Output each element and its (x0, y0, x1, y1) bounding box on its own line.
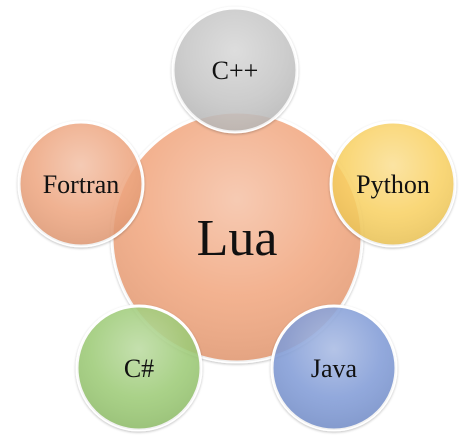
satellite-label-csharp: C# (124, 354, 154, 383)
satellite-label-python: Python (356, 170, 430, 199)
center-label: Lua (197, 210, 278, 267)
satellite-node-csharp: C# (75, 304, 203, 432)
satellite-node-java: Java (270, 304, 398, 432)
satellite-label-java: Java (311, 354, 358, 383)
satellite-label-fortran: Fortran (43, 170, 120, 199)
satellite-node-cpp: C++ (171, 6, 299, 134)
satellite-label-cpp: C++ (212, 56, 259, 85)
center-node: Lua (110, 110, 364, 364)
satellite-node-fortran: Fortran (17, 120, 145, 248)
satellite-node-python: Python (329, 120, 457, 248)
